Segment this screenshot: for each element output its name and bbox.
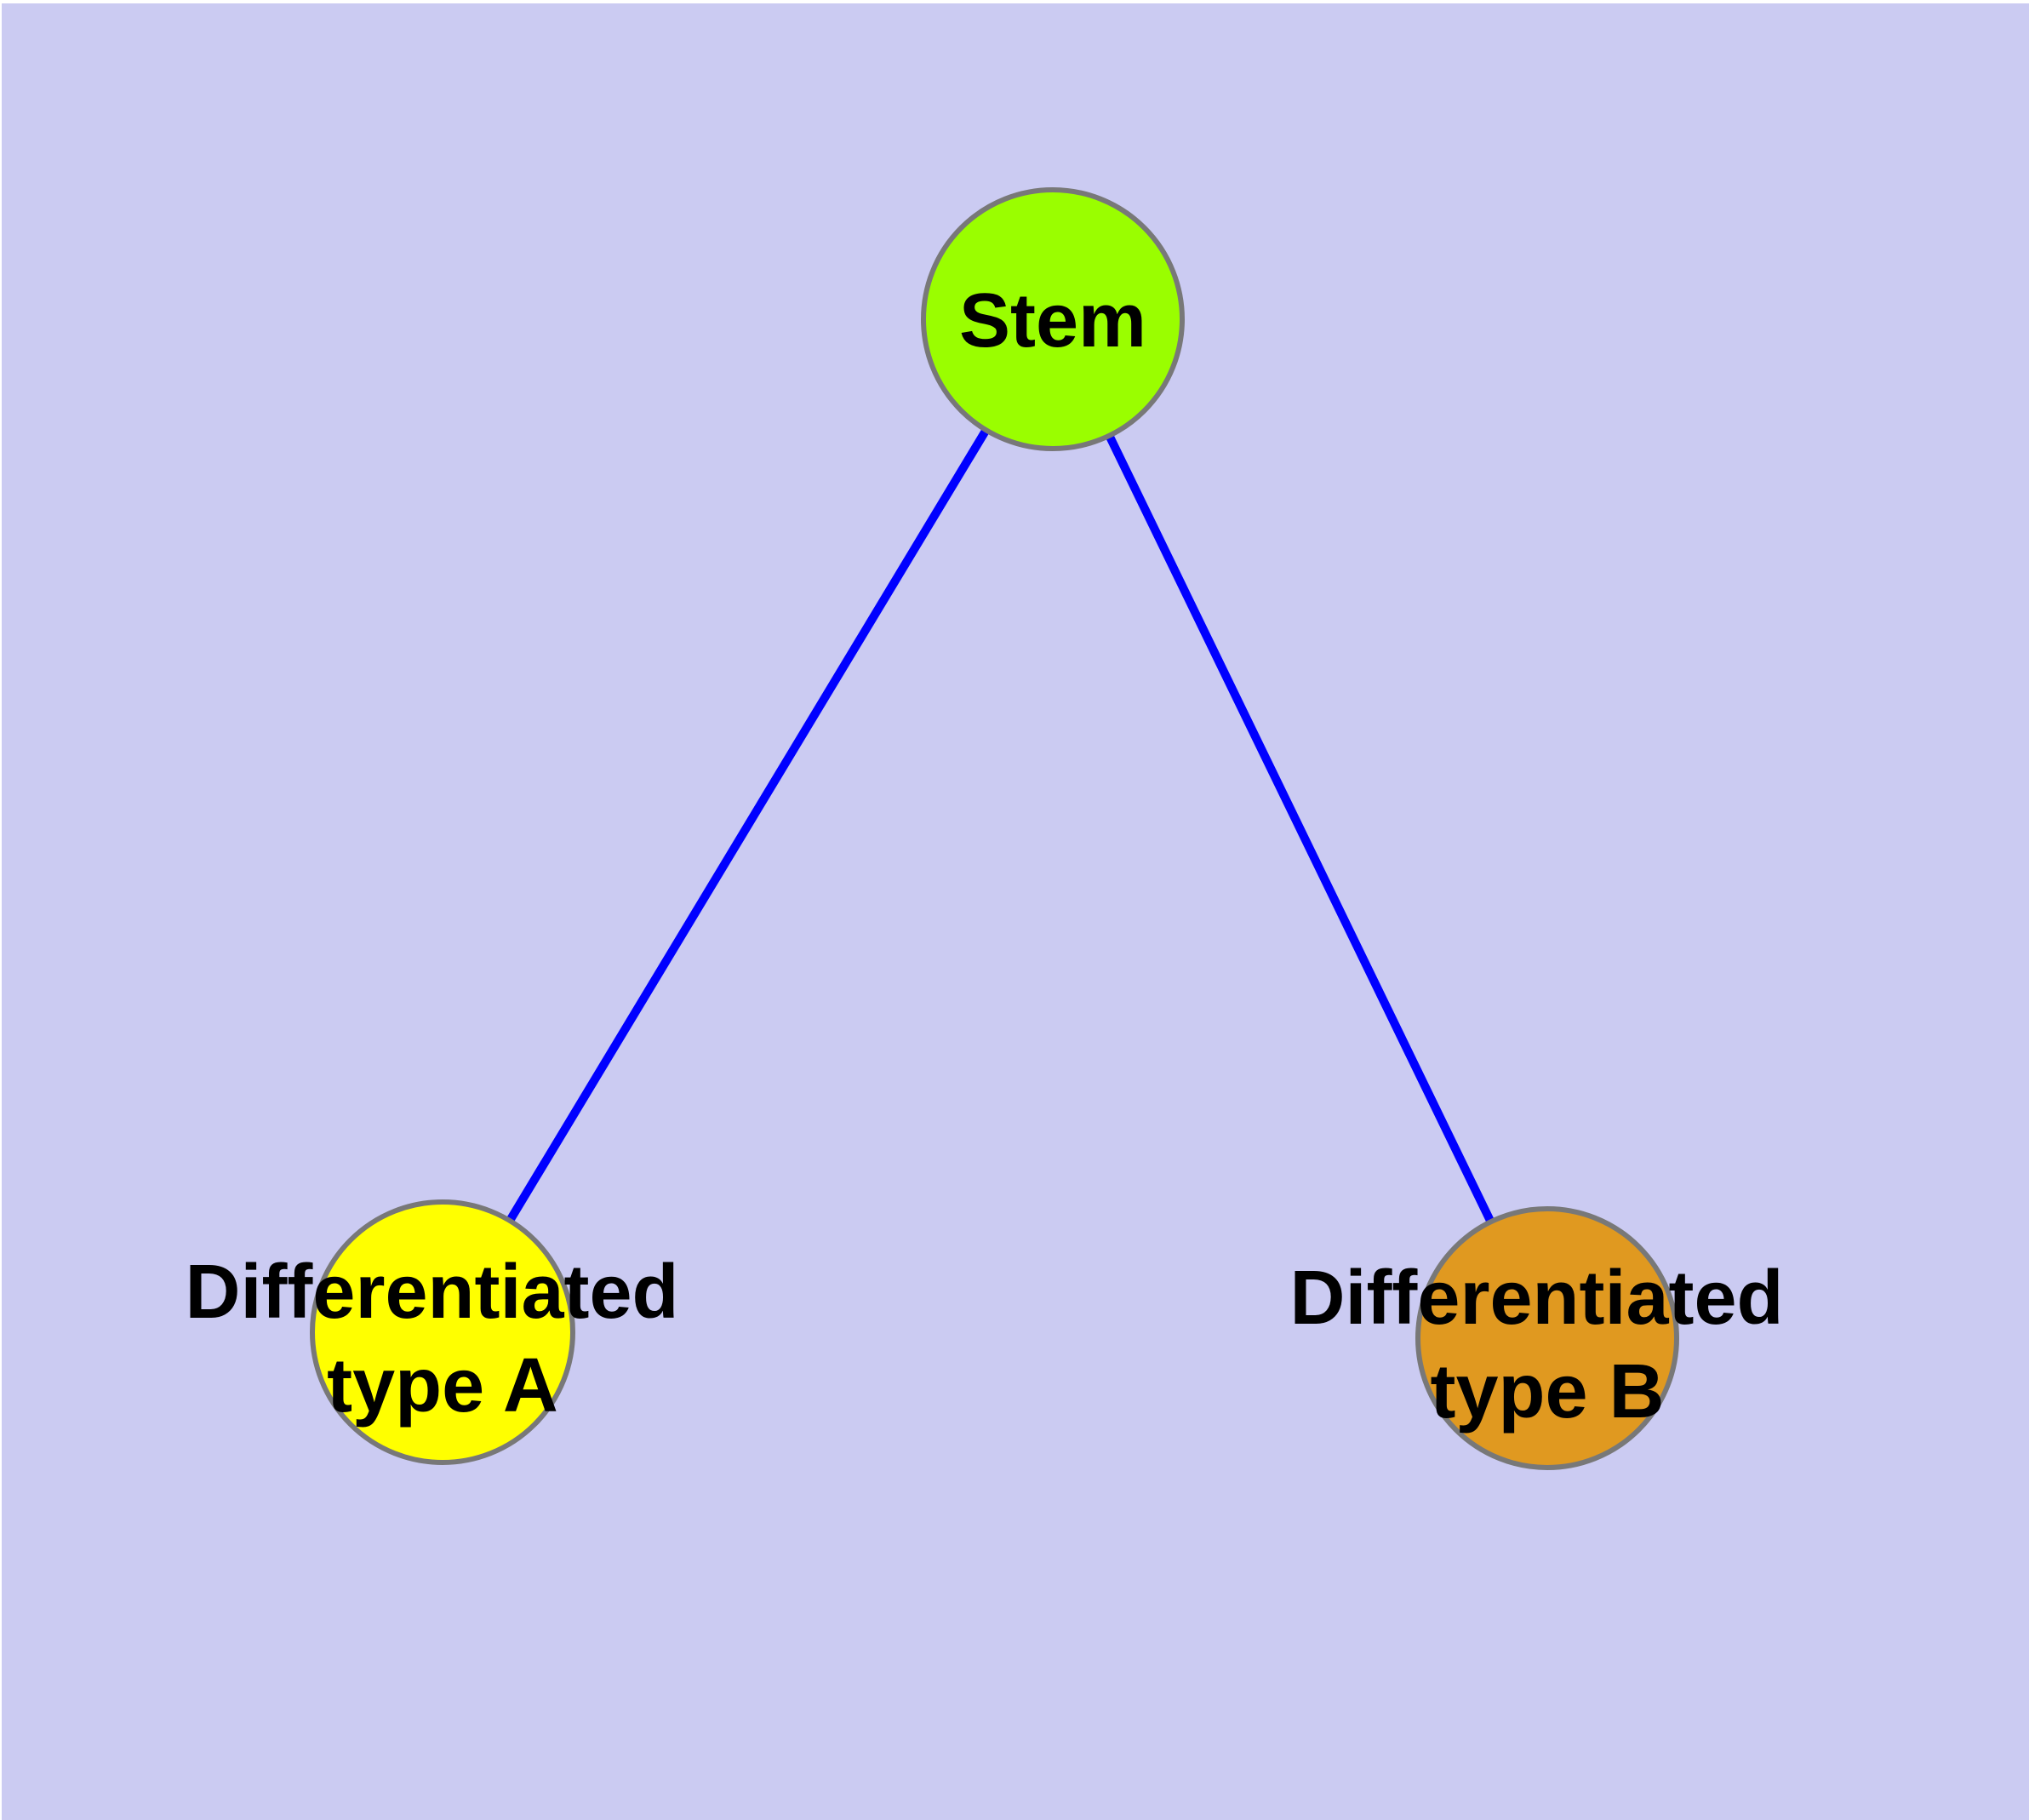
edge-stem-to-type-a (438, 317, 1057, 1335)
node-stem-label-line1: Stem (959, 278, 1146, 363)
node-type-b (1415, 1206, 1679, 1470)
node-type-b-label-line2: type B (1430, 1349, 1664, 1434)
node-type-a-label: Differentiated type A (185, 1250, 700, 1428)
edge-stem-to-type-b (1049, 317, 1552, 1341)
node-type-b-label: Differentiated type B (1289, 1256, 1804, 1434)
node-stem-label: Stem (959, 278, 1146, 363)
node-stem (921, 187, 1185, 451)
node-type-a-label-line2: type A (327, 1343, 558, 1428)
node-type-a (310, 1199, 575, 1465)
node-type-a-label-line1: Differentiated (185, 1250, 678, 1335)
node-type-b-label-line1: Differentiated (1289, 1256, 1783, 1341)
